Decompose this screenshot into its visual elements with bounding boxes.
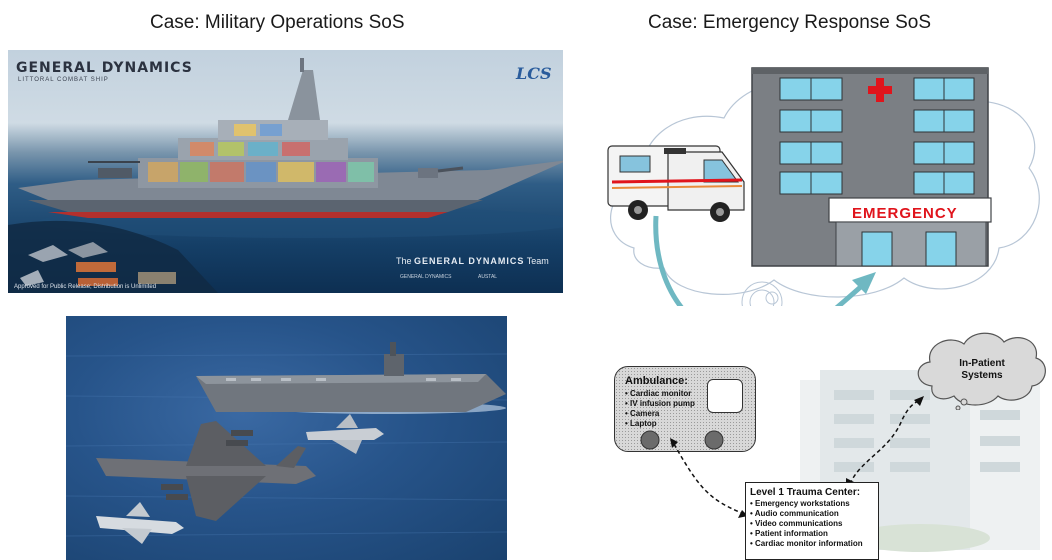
list-item: Cardiac monitor — [625, 389, 695, 399]
list-item: Audio communication — [750, 509, 863, 519]
hospital-building-icon — [751, 67, 992, 267]
partner-austal: AUSTAL — [478, 274, 498, 280]
list-item: Cardiac monitor information — [750, 539, 863, 549]
carrier-photo-illustration — [66, 342, 507, 544]
trauma-center-title: Level 1 Trauma Center: — [750, 487, 861, 498]
trauma-center-list: Emergency workstations Audio communicati… — [750, 499, 863, 549]
littoral-combat-ship-poster: GENERAL DYNAMICS LITTORAL COMBAT SHIP LC… — [8, 50, 563, 293]
team-brand: GENERAL DYNAMICS — [414, 256, 525, 266]
carrier-strike-photo — [66, 316, 507, 560]
red-cross-icon — [868, 78, 892, 102]
in-patient-line-2: Systems — [961, 370, 1003, 381]
team-suffix: Team — [524, 256, 549, 266]
emergency-case-title: Case: Emergency Response SoS — [648, 12, 932, 33]
list-item: Patient information — [750, 529, 863, 539]
fine-brand: GENERAL DYNAMICS — [400, 274, 452, 280]
list-item: Video communications — [750, 519, 863, 529]
lcs-logo: LCS — [516, 64, 552, 83]
ambulance-equipment-list: Cardiac monitor IV infusion pump Camera … — [625, 389, 695, 429]
approval-notice: Approved for Public Release; Distributio… — [14, 284, 157, 290]
wireless-signal-icon — [741, 281, 783, 306]
transfer-arrow-head — [852, 272, 876, 294]
ambulance-window-icon — [707, 379, 743, 413]
in-patient-line-1: In-Patient — [959, 358, 1005, 369]
emergency-scene — [607, 67, 1040, 306]
team-tagline: The GENERAL DYNAMICS Team — [396, 256, 549, 266]
list-item: IV infusion pump — [625, 399, 695, 409]
list-item: Laptop — [625, 419, 695, 429]
list-item: Emergency workstations — [750, 499, 863, 509]
emergency-sign: EMERGENCY — [852, 205, 958, 222]
trauma-center-callout: Level 1 Trauma Center: Emergency worksta… — [745, 482, 879, 560]
ambulance-callout-title: Ambulance: — [625, 375, 688, 387]
military-case-title: Case: Military Operations SoS — [150, 12, 405, 33]
in-patient-cloud — [917, 332, 1046, 410]
ambulance-vehicle-icon — [607, 145, 745, 222]
ambulance-wheels — [640, 430, 724, 450]
team-prefix: The — [396, 256, 415, 266]
ship-illustration — [8, 58, 563, 293]
list-item: Camera — [625, 409, 695, 419]
poster-subtitle: LITTORAL COMBAT SHIP — [18, 77, 109, 83]
ambulance-callout: Ambulance: Cardiac monitor IV infusion p… — [614, 366, 756, 452]
in-patient-systems-label: In-Patient Systems — [942, 358, 1022, 382]
poster-brand: GENERAL DYNAMICS — [16, 60, 193, 76]
transfer-arrow — [653, 215, 866, 306]
